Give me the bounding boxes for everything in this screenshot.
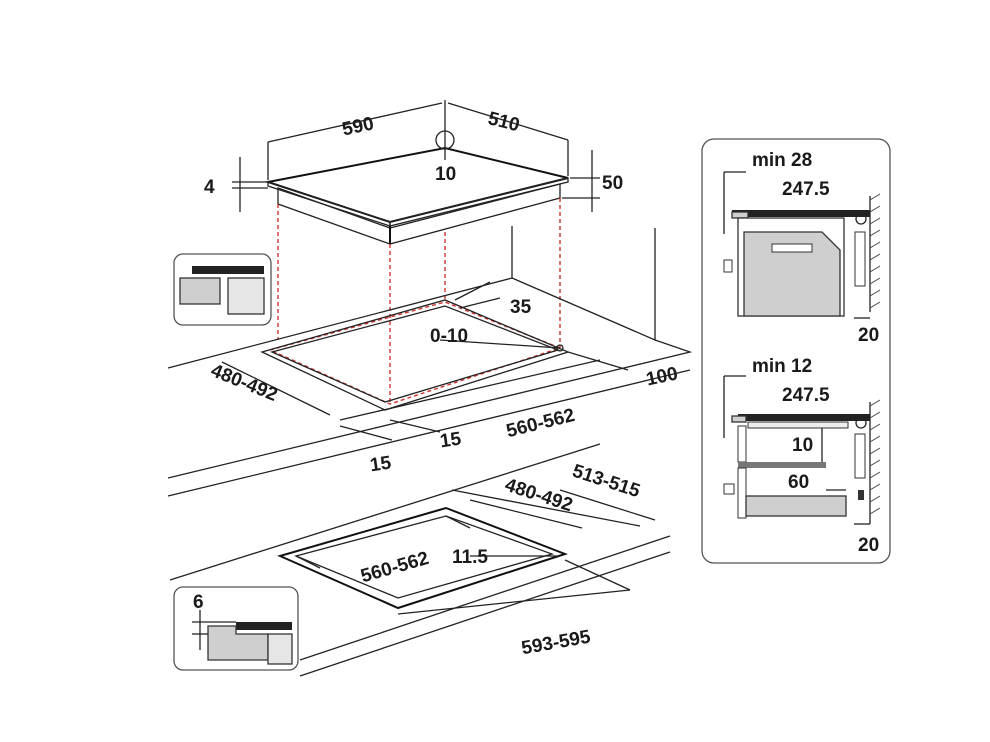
label-top-width: 590 (340, 113, 375, 140)
rebate-detail-inset (173, 586, 299, 671)
label-cutout-width: 560-562 (504, 405, 577, 442)
label-cutout-depth: 480-492 (208, 360, 281, 406)
label-oven-min-gap: min 28 (752, 150, 812, 171)
label-drawer-gap-10: 10 (792, 435, 813, 456)
label-oven-panel-depth: 247.5 (782, 179, 830, 200)
installation-panel (701, 138, 891, 564)
label-front-margin: 100 (644, 363, 679, 390)
flush-countertop (169, 443, 671, 677)
label-rear-gap: 35 (510, 297, 532, 318)
flush-dimension-lines (397, 489, 656, 615)
label-offset: 0-10 (430, 326, 468, 347)
corner-detail-inset (173, 253, 272, 326)
label-drawer-gap-60: 60 (788, 472, 809, 493)
drawer-section (723, 375, 881, 525)
label-hob-height: 50 (602, 173, 623, 194)
label-flush-inner-width: 560-562 (358, 548, 431, 587)
label-side-margin-right: 15 (439, 428, 463, 452)
label-flush-step: 11.5 (452, 547, 488, 568)
label-drawer-min-gap: min 12 (752, 356, 812, 377)
label-glass-thickness: 4 (204, 177, 215, 198)
label-flush-outer-width: 593-595 (520, 626, 593, 659)
label-cable-clearance: 10 (435, 164, 456, 185)
label-flush-inner-depth: 480-492 (502, 475, 575, 517)
label-top-depth: 510 (486, 108, 522, 136)
label-drawer-wall-gap: 20 (858, 535, 879, 556)
hob-unit (264, 130, 569, 245)
label-rebate-depth: 6 (193, 592, 204, 613)
label-side-margin-left: 15 (369, 452, 393, 476)
oven-section (723, 171, 881, 319)
label-drawer-panel-depth: 247.5 (782, 385, 830, 406)
cutout-dimension-lines (221, 281, 629, 441)
top-dimension-lines (232, 100, 600, 212)
label-oven-wall-gap: 20 (858, 325, 879, 346)
